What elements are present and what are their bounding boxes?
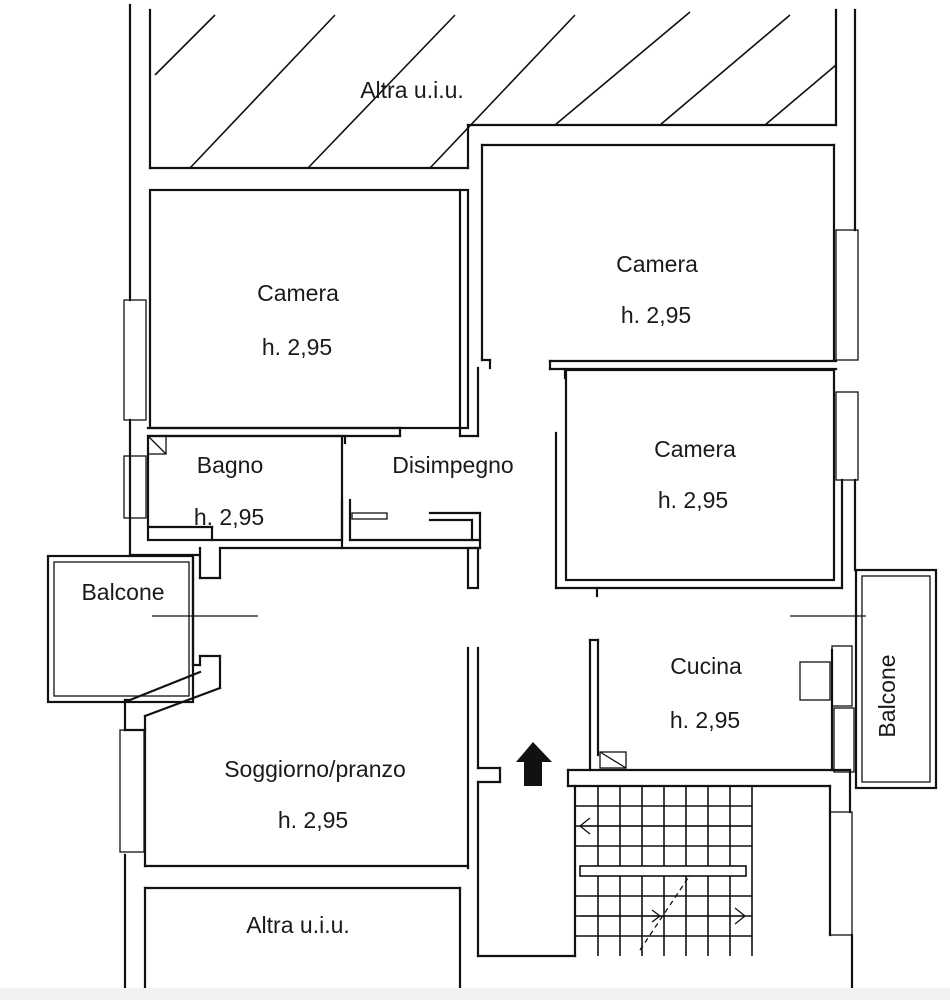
soggiorno-label: Soggiorno/pranzo xyxy=(224,756,406,782)
balcone-left-walls xyxy=(46,554,258,732)
cucina-height: h. 2,95 xyxy=(670,707,740,733)
bagno-walls xyxy=(123,434,482,550)
disimpegno-label: Disimpegno xyxy=(392,452,513,478)
camera-left-walls xyxy=(123,188,480,445)
soggiorno-height: h. 2,95 xyxy=(278,807,348,833)
camera-right-mid-label: Camera xyxy=(654,436,736,462)
cucina-walls xyxy=(566,615,866,814)
disimpegno-walls xyxy=(128,546,577,958)
balcone-right-label: Balcone xyxy=(874,654,900,737)
altra-bottom-area xyxy=(143,886,462,997)
altra-top-label: Altra u.i.u. xyxy=(360,77,464,103)
entrance-arrow-icon xyxy=(516,742,552,786)
cucina-label: Cucina xyxy=(670,653,742,679)
stairwell xyxy=(573,784,853,958)
camera-right-top-height: h. 2,95 xyxy=(621,302,691,328)
balcone-left-label: Balcone xyxy=(81,579,164,605)
bottom-margin xyxy=(0,988,950,1000)
camera-right-mid-height: h. 2,95 xyxy=(658,487,728,513)
camera-right-top-walls xyxy=(476,143,859,438)
outer-walls xyxy=(123,3,857,997)
altra-top-area xyxy=(148,8,838,170)
balcone-right-walls xyxy=(854,568,938,790)
bagno-height: h. 2,95 xyxy=(194,504,264,530)
bagno-label: Bagno xyxy=(197,452,264,478)
soggiorno-walls xyxy=(119,728,470,868)
camera-right-mid-walls xyxy=(554,368,859,598)
camera-left-label: Camera xyxy=(257,280,339,306)
camera-right-top-label: Camera xyxy=(616,251,698,277)
camera-left-height: h. 2,95 xyxy=(262,334,332,360)
altra-bottom-label: Altra u.i.u. xyxy=(246,912,350,938)
